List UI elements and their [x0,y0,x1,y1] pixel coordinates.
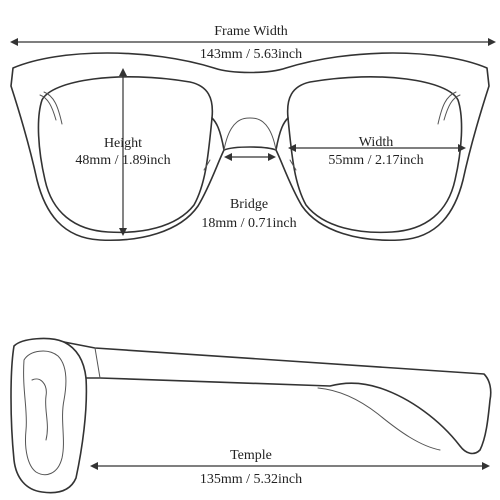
temple-arm [63,341,492,455]
front-view-frame [10,52,490,242]
left-hinge-detail [39,91,63,125]
frame-width-value: 143mm / 5.63inch [200,47,302,62]
lens-width-value: 55mm / 2.17inch [328,153,423,168]
temple-length-dimension [90,462,490,470]
nose-bridge-arch [223,117,277,151]
frame-outer-outline [10,52,490,242]
frame-width-label: Frame Width [214,24,287,39]
front-rim-profile [10,337,88,494]
side-view-frame [10,337,492,494]
temple-value: 135mm / 5.32inch [200,472,302,487]
height-dimension [119,68,127,236]
frame-width-dimension [10,38,496,46]
bridge-outline [211,117,225,151]
lens-width-dimension [288,144,466,152]
temple-tip-inner [317,387,441,451]
bridge-value: 18mm / 0.71inch [201,216,296,231]
temple-label: Temple [230,448,272,463]
right-hinge-detail [437,91,461,125]
right-lens-outline [286,76,463,234]
lens-width-label: Width [359,135,393,150]
left-lens-outline [37,76,214,234]
bridge-label: Bridge [230,197,268,212]
bridge-dimension [224,153,276,161]
height-label: Height [104,136,142,151]
height-value: 48mm / 1.89inch [75,153,170,168]
nose-pad-profile [23,350,67,476]
